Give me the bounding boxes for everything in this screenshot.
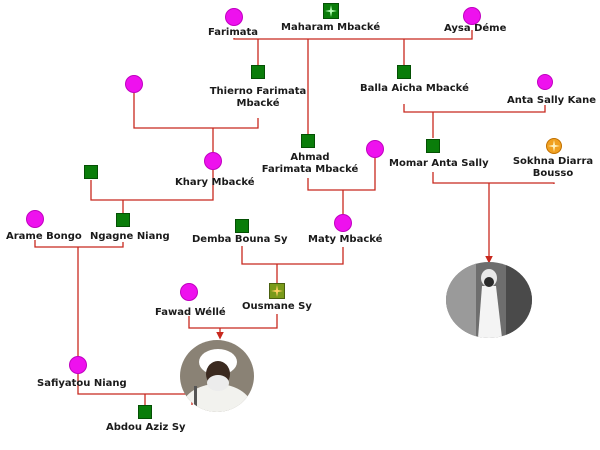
label-arame: Arame Bongo	[6, 231, 82, 242]
balla-node	[397, 65, 411, 79]
portrait-momar-child	[446, 262, 532, 338]
maty-node	[334, 214, 352, 232]
label-balla: Balla Aicha Mbacké	[360, 83, 469, 94]
thierno-node	[251, 65, 265, 79]
ngagne-node	[116, 213, 130, 227]
label-abdou: Abdou Aziz Sy	[106, 422, 186, 433]
label-thierno: Thierno Farimata Mbacké	[209, 86, 307, 109]
safiyatou-node	[69, 356, 87, 374]
connector-ahmad-couple	[307, 156, 376, 191]
connector-arame-couple	[34, 240, 124, 248]
connector-momar-couple	[432, 172, 555, 184]
label-aysa: Aysa Déme	[444, 23, 507, 34]
label-ahmad: Ahmad Farimata Mbacké	[261, 152, 359, 175]
label-farimata: Farimata	[208, 27, 259, 38]
sparkle-icon	[271, 285, 283, 297]
maharam-node	[323, 3, 339, 19]
label-momar: Momar Anta Sally	[389, 158, 489, 169]
label-demba: Demba Bouna Sy	[192, 234, 288, 245]
ousmane-node	[269, 283, 285, 299]
ahmad-node	[301, 134, 315, 148]
label-maty: Maty Mbacké	[308, 234, 383, 245]
connector-demba-couple	[241, 246, 344, 265]
arame-node	[26, 210, 44, 228]
label-fawad: Fawad Wéllé	[155, 307, 226, 318]
demba-node	[235, 219, 249, 233]
label-maharam: Maharam Mbacké	[281, 22, 381, 33]
portrait-abdou-aziz-sy	[180, 340, 254, 412]
anta-sally-kane-node	[537, 74, 553, 90]
label-anta-sally-kane: Anta Sally Kane	[507, 95, 597, 106]
label-ngagne: Ngagne Niang	[90, 231, 170, 242]
connector-ngagne-parents	[90, 170, 214, 201]
momar-node	[426, 139, 440, 153]
connector-maharam-spouses	[233, 30, 473, 40]
label-safiyatou: Safiyatou Niang	[37, 378, 127, 389]
sokhna-node	[546, 138, 562, 154]
connector-thierno	[133, 92, 259, 129]
connector-balla-couple	[403, 104, 546, 113]
khary-node	[204, 152, 222, 170]
aysa-node	[463, 7, 481, 25]
unnamed-female-node	[125, 75, 143, 93]
label-sokhna: Sokhna Diarra Bousso	[512, 156, 594, 179]
sparkle-icon	[548, 140, 560, 152]
ahmad-spouse-node	[366, 140, 384, 158]
connector-fawad-couple	[188, 314, 278, 329]
label-khary: Khary Mbacké	[175, 177, 255, 188]
abdou-node	[138, 405, 152, 419]
fawad-node	[180, 283, 198, 301]
farimata-node	[225, 8, 243, 26]
ngagne-father-node	[84, 165, 98, 179]
sparkle-icon	[325, 5, 337, 17]
label-ousmane: Ousmane Sy	[242, 301, 312, 312]
